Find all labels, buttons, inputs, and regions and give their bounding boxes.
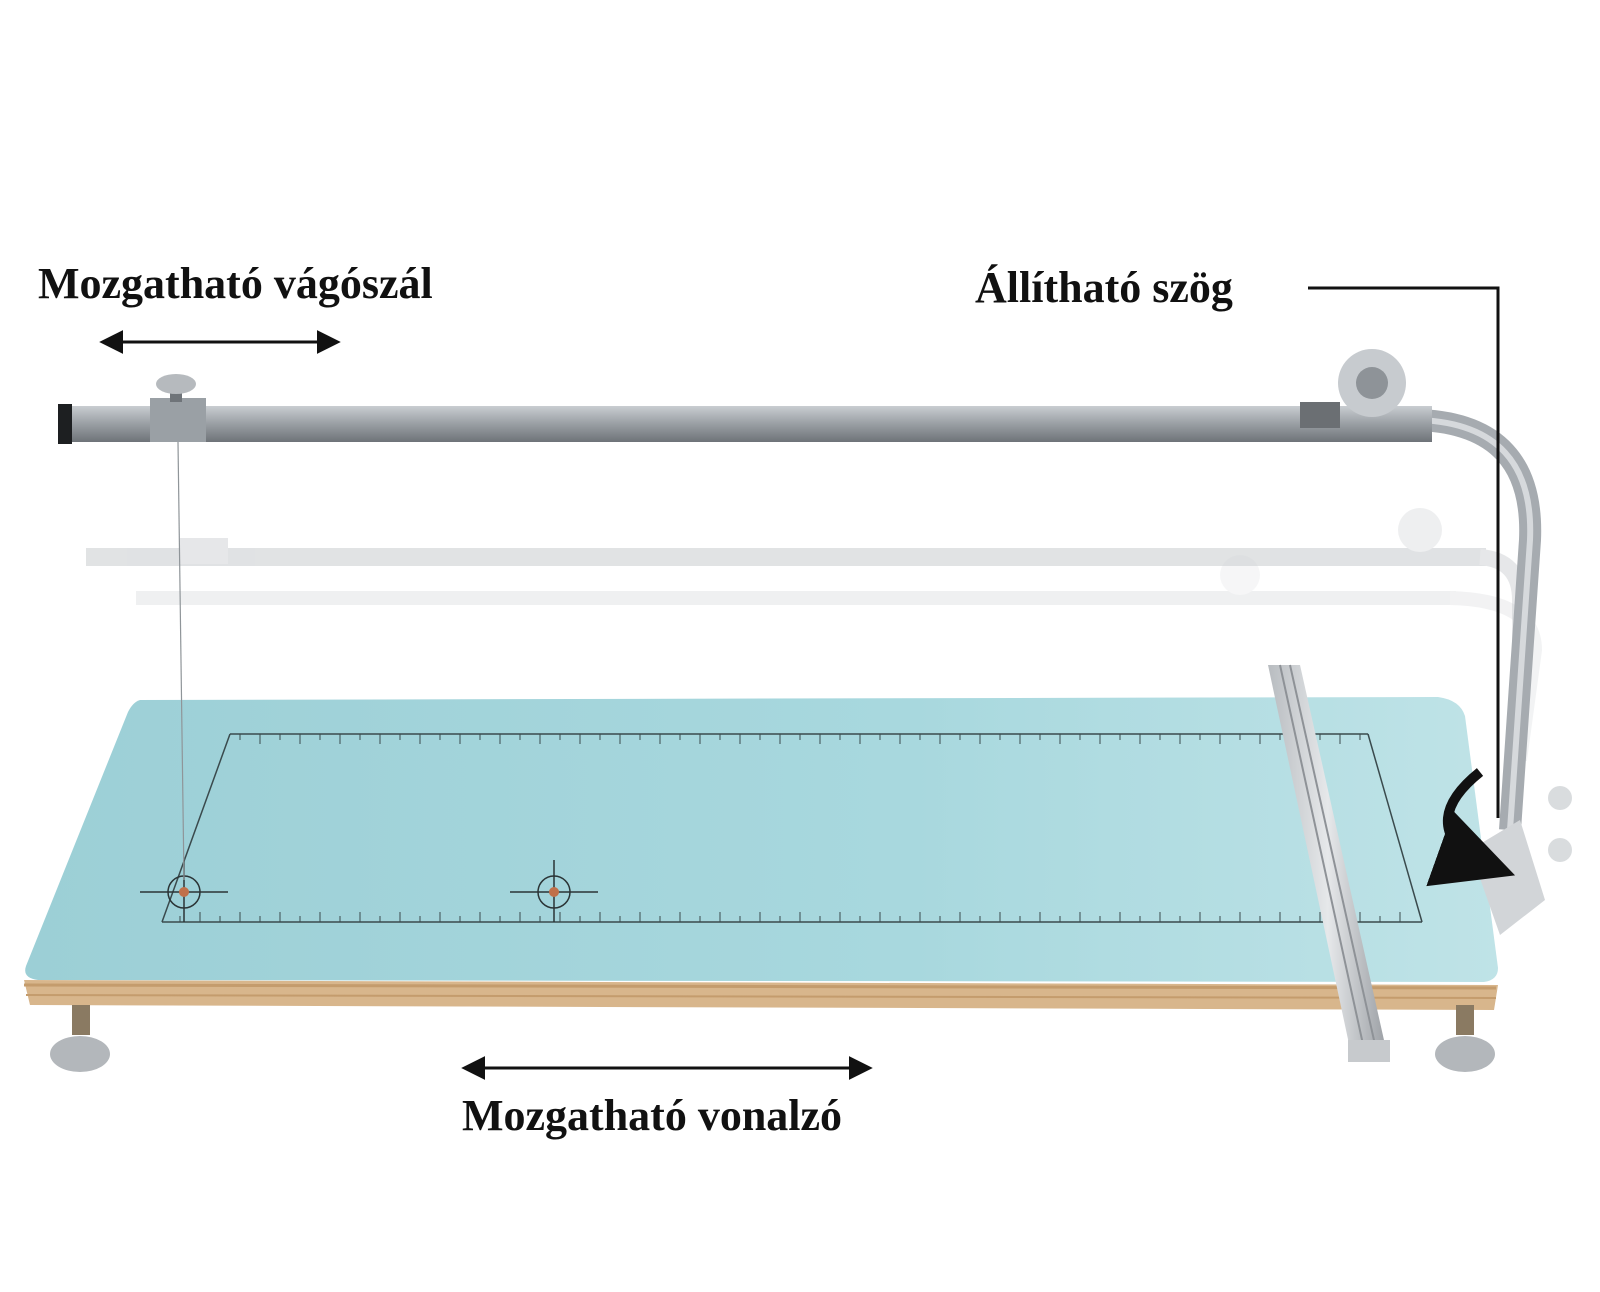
angle-rotation-arrow bbox=[1426, 768, 1516, 887]
target-mark-center bbox=[510, 860, 598, 922]
ghost-frame-positions bbox=[86, 508, 1528, 700]
adjustable-angle-label: Állítható szög bbox=[975, 263, 1233, 312]
angle-leader-line bbox=[1308, 286, 1500, 818]
board-ruler-ticks bbox=[179, 734, 1401, 922]
cutting-board bbox=[23, 697, 1499, 1010]
cutting-wire bbox=[177, 441, 185, 881]
movable-ruler-label: Mozgatható vonalzó bbox=[462, 1091, 843, 1140]
movable-ruler-rail bbox=[1268, 664, 1390, 1062]
leveling-feet bbox=[50, 1005, 1495, 1072]
movable-wire-label: Mozgatható vágószál bbox=[38, 259, 433, 308]
annotation-arrows bbox=[99, 286, 1500, 1080]
